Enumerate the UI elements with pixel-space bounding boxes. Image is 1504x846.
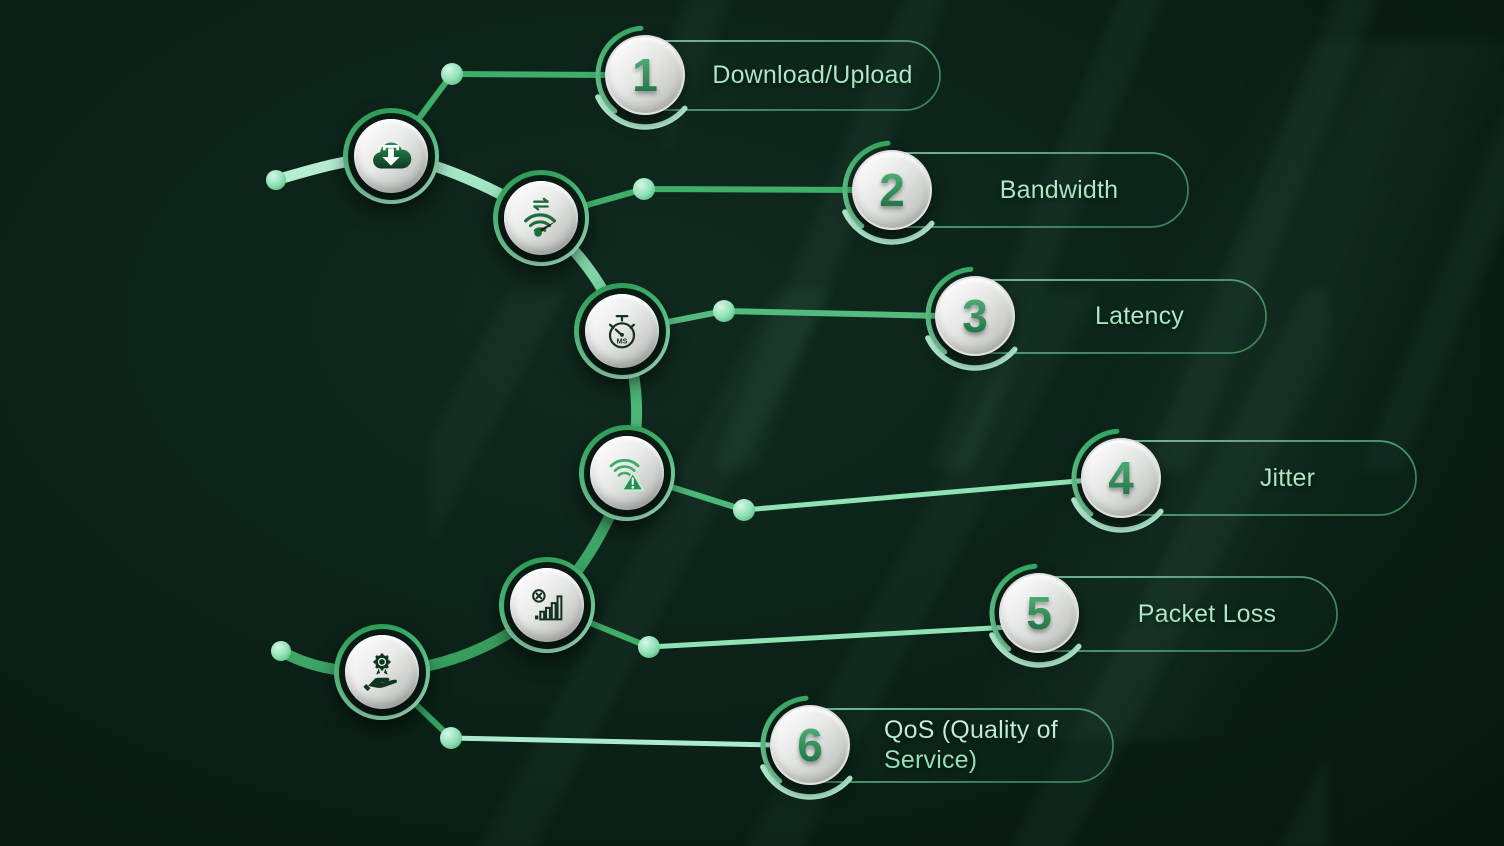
bend-dot-6 [440, 727, 462, 749]
node-core [590, 436, 664, 510]
label-jitter: Jitter [1164, 441, 1411, 515]
badge-number: 6 [797, 719, 823, 771]
svg-text:MS: MS [617, 337, 628, 345]
badge-circle-2: 2 [852, 150, 932, 230]
node-jitter [579, 425, 675, 521]
wifi-warning-icon [609, 458, 645, 492]
hand-quality-badge-icon [363, 653, 398, 692]
arc-mint-5 [989, 632, 1082, 668]
badge-circle-3: 3 [935, 276, 1015, 356]
node-latency: MS [574, 283, 670, 379]
signal-bars-crossed-icon [532, 589, 563, 621]
badge-circle-5: 5 [999, 573, 1079, 653]
arc-green-4 [1071, 428, 1120, 517]
arc-mint-6 [760, 764, 853, 800]
arc-mint-3 [925, 335, 1018, 371]
connector-qos-2 [450, 735, 776, 748]
arc-green-5 [989, 563, 1038, 652]
arc-green-2 [842, 140, 891, 229]
label-latency: Latency [1018, 280, 1261, 353]
badge-number: 1 [632, 49, 658, 101]
arc-green-6 [760, 695, 809, 784]
badge-number: 4 [1108, 452, 1134, 504]
node-core [504, 181, 578, 255]
bend-dot-2 [633, 178, 655, 200]
node-core [354, 119, 428, 193]
path-end-dot [271, 641, 291, 661]
node-qos [334, 624, 430, 720]
badge-circle-6: 6 [770, 705, 850, 785]
badge-number: 3 [962, 290, 988, 342]
badge-circle-1: 1 [605, 35, 685, 115]
connector-latency [621, 307, 943, 334]
node-core [510, 568, 584, 642]
badge-number: 5 [1026, 587, 1052, 639]
label-packet-loss: Packet Loss [1082, 577, 1332, 651]
label-qos: QoS (Quality of Service) [884, 709, 1106, 782]
bend-dot-5 [638, 636, 660, 658]
node-packet-loss [499, 557, 595, 653]
arc-mint-2 [842, 209, 935, 245]
arc-green-1 [595, 25, 644, 114]
path-start-dot [266, 170, 286, 190]
label-download-upload: Download/Upload [690, 41, 935, 110]
connector-jitter-2 [743, 477, 1091, 513]
stopwatch-milliseconds-icon: MS [608, 315, 636, 349]
connector-packet-loss-2 [648, 624, 1011, 650]
arc-mint-4 [1071, 497, 1164, 533]
cloud-download-icon [373, 142, 412, 169]
node-download-upload [343, 108, 439, 204]
wifi-speedometer-icon [524, 197, 557, 237]
arc-green-3 [925, 266, 974, 355]
node-bandwidth [493, 170, 589, 266]
arc-mint-1 [595, 94, 688, 130]
label-bandwidth: Bandwidth [935, 153, 1183, 227]
node-core: MS [585, 294, 659, 368]
bend-dot-4 [733, 499, 755, 521]
node-core [345, 635, 419, 709]
bend-dot-3 [713, 300, 735, 322]
bend-dot-1 [441, 63, 463, 85]
badge-number: 2 [879, 164, 905, 216]
badge-circle-4: 4 [1081, 438, 1161, 518]
